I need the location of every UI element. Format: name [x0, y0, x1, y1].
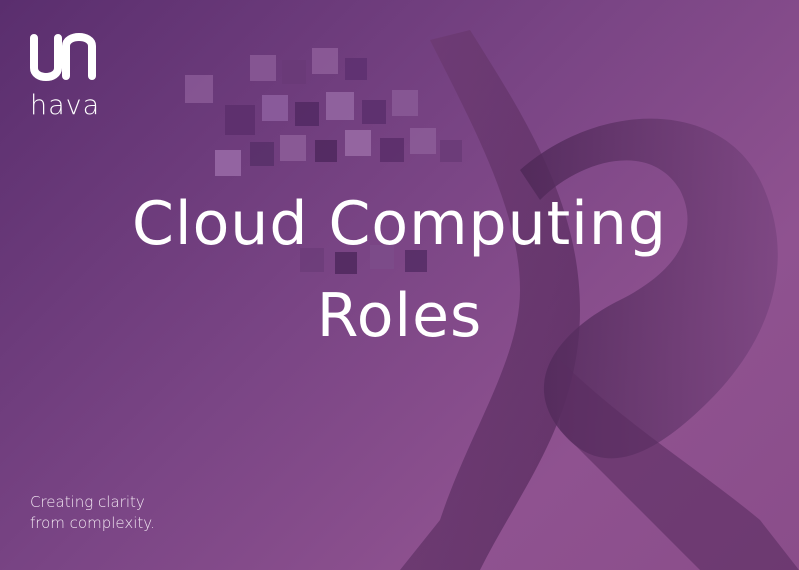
tagline-line-2: from complexity.	[30, 514, 155, 532]
hava-logo-icon	[30, 26, 110, 86]
page-title: Cloud Computing Roles	[0, 178, 799, 362]
title-line-2: Roles	[316, 281, 483, 351]
title-line-1: Cloud Computing	[132, 189, 667, 259]
tagline: Creating clarity from complexity.	[30, 492, 155, 534]
ribbon-shape-right	[520, 118, 778, 459]
ribbon-shape-bottom	[560, 360, 799, 570]
tagline-line-1: Creating clarity	[30, 493, 145, 511]
pixel-blocks	[185, 48, 462, 274]
brand-wordmark: hava	[30, 90, 101, 121]
